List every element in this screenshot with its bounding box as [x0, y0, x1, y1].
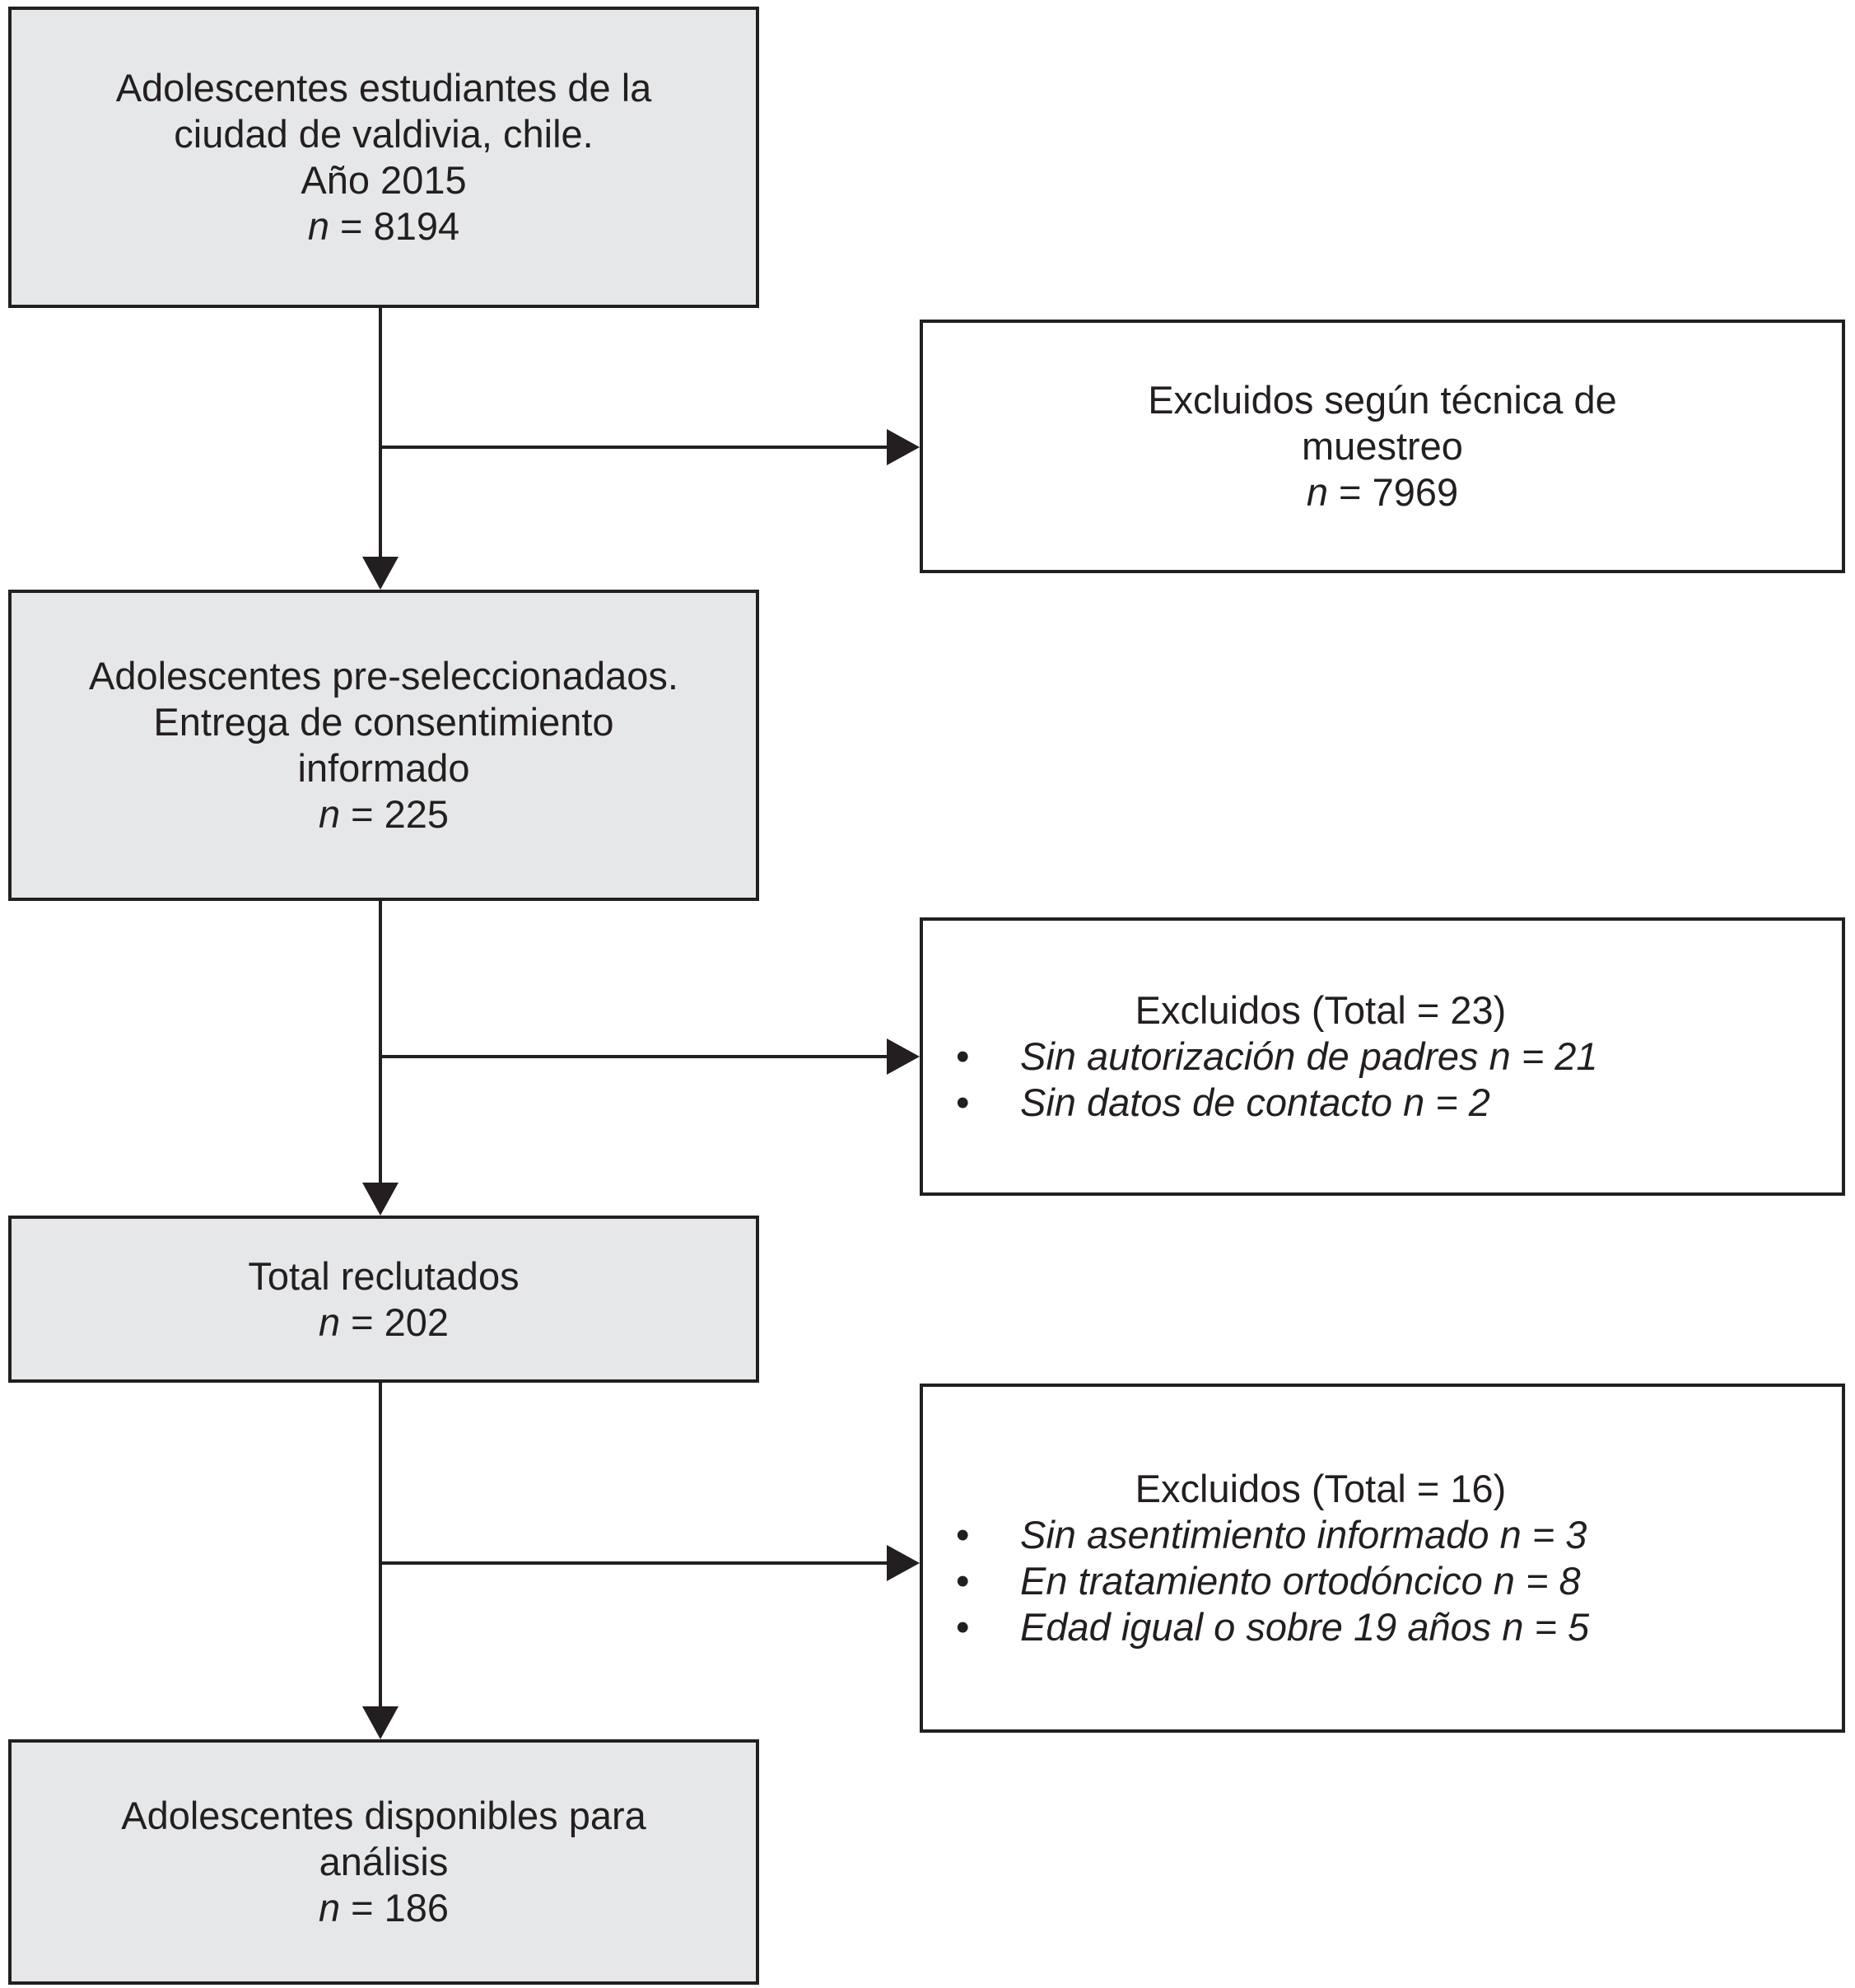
- exclusion-title: Excluidos (Total = 23): [1135, 988, 1507, 1032]
- box-text-line: Entrega de consentimiento: [153, 700, 614, 744]
- n-symbol: n: [318, 1300, 341, 1344]
- box-recruited: Total reclutados n = 202: [8, 1216, 759, 1383]
- sample-size-line: n = 8194: [12, 203, 756, 250]
- arrow-down-icon: [362, 1706, 398, 1739]
- n-value: = 225: [340, 792, 450, 836]
- arrow-down-icon: [362, 1183, 398, 1216]
- connector-line-vertical-3: [379, 1383, 382, 1710]
- box-text-line: Adolescentes estudiantes de la: [115, 66, 652, 110]
- connector-line-vertical-1: [379, 308, 382, 560]
- box-text-line: ciudad de valdivia, chile.: [174, 112, 594, 156]
- box-text-line: Excluidos según técnica de: [1148, 378, 1617, 422]
- exclusion-list: Sin asentimiento informado n = 3 En trat…: [923, 1512, 1842, 1650]
- connector-line-vertical-2: [379, 901, 382, 1186]
- sample-size-line: n = 7969: [923, 469, 1842, 516]
- exclusion-item: Sin autorización de padres n = 21: [923, 1034, 1842, 1080]
- box-text-line: informado: [297, 746, 470, 790]
- sample-size-line: n = 202: [12, 1300, 756, 1346]
- n-value: = 202: [340, 1300, 450, 1344]
- exclusion-title: Excluidos (Total = 16): [1135, 1467, 1507, 1510]
- box-population: Adolescentes estudiantes de la ciudad de…: [8, 7, 759, 308]
- arrow-down-icon: [362, 557, 398, 590]
- arrow-right-icon: [887, 1545, 920, 1581]
- connector-line-horizontal-1: [380, 446, 888, 449]
- box-text-line: muestreo: [1302, 424, 1463, 468]
- arrow-right-icon: [887, 1038, 920, 1075]
- exclusion-item: Sin asentimiento informado n = 3: [923, 1512, 1842, 1558]
- n-symbol: n: [307, 204, 329, 248]
- exclusion-item: En tratamiento ortodóncico n = 8: [923, 1558, 1842, 1604]
- box-text-line: análisis: [319, 1840, 449, 1883]
- box-preselected: Adolescentes pre-seleccionadaos. Entrega…: [8, 590, 759, 901]
- exclusion-item: Edad igual o sobre 19 años n = 5: [923, 1604, 1842, 1650]
- n-value: = 8194: [329, 204, 460, 248]
- box-excluded-consent: Excluidos (Total = 23) Sin autorización …: [920, 917, 1845, 1196]
- box-excluded-criteria: Excluidos (Total = 16) Sin asentimiento …: [920, 1384, 1845, 1733]
- connector-line-horizontal-2: [380, 1055, 888, 1058]
- connector-line-horizontal-3: [380, 1561, 888, 1565]
- box-excluded-sampling: Excluidos según técnica de muestreo n = …: [920, 320, 1845, 573]
- exclusion-list: Sin autorización de padres n = 21 Sin da…: [923, 1034, 1842, 1126]
- n-symbol: n: [318, 1886, 341, 1930]
- n-value: = 186: [340, 1886, 450, 1930]
- n-symbol: n: [1306, 470, 1328, 514]
- n-value: = 7969: [1328, 470, 1459, 514]
- box-text-line: Adolescentes disponibles para: [121, 1794, 646, 1837]
- box-text-line: Año 2015: [301, 158, 467, 202]
- n-symbol: n: [318, 792, 341, 836]
- arrow-right-icon: [887, 429, 920, 465]
- box-text-line: Total reclutados: [248, 1253, 520, 1298]
- sample-size-line: n = 225: [12, 791, 756, 838]
- sample-size-line: n = 186: [12, 1885, 756, 1931]
- exclusion-item: Sin datos de contacto n = 2: [923, 1080, 1842, 1126]
- box-text-line: Adolescentes pre-seleccionadaos.: [89, 654, 678, 698]
- box-available-analysis: Adolescentes disponibles para análisis n…: [8, 1739, 759, 1985]
